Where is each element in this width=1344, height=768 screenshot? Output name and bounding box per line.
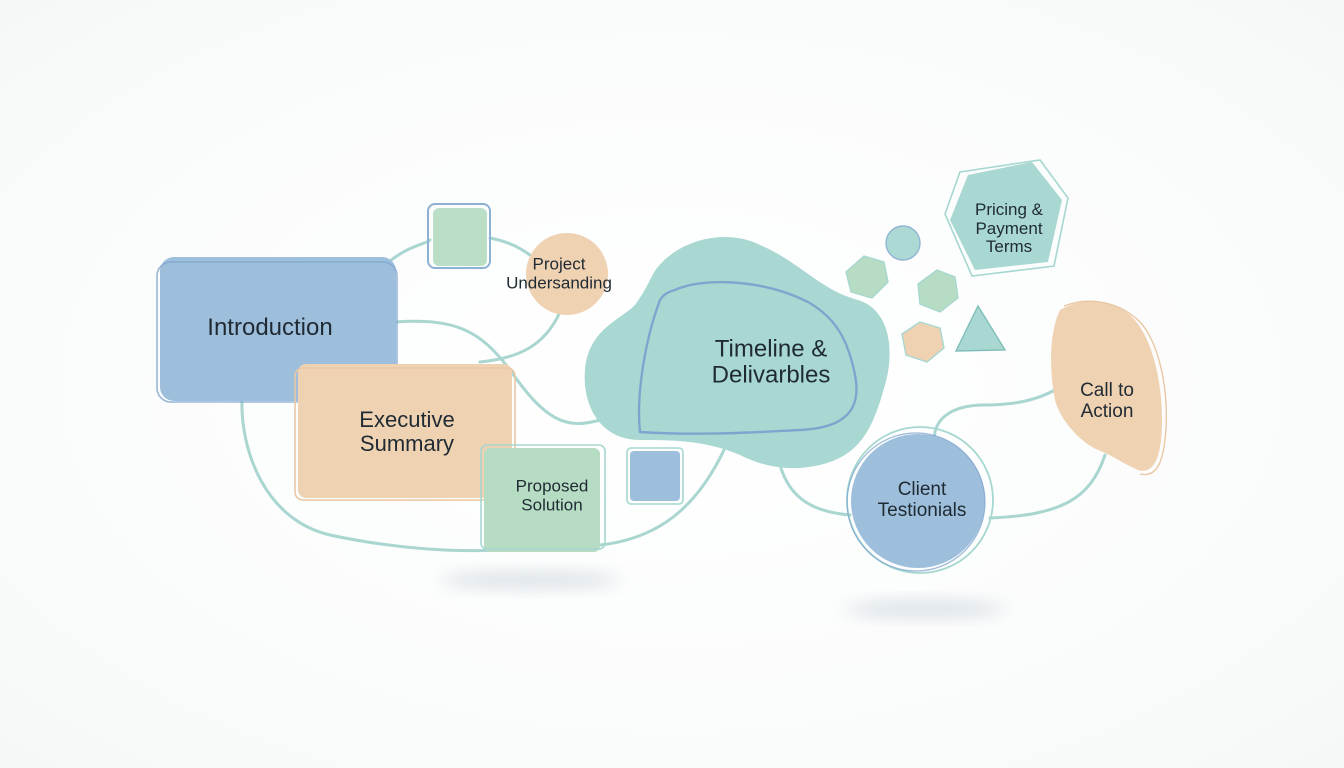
proposed-solution-box-outline (480, 444, 606, 550)
pricing-payment-label: Pricing & Payment Terms (974, 199, 1044, 257)
small-hexagon-green-right (917, 269, 959, 313)
client-testimonials-circle[interactable] (851, 434, 985, 568)
connector-solution-to-timeline (598, 448, 726, 547)
small-triangle-teal (954, 304, 1007, 352)
call-to-action-label: Call to Action (1080, 380, 1134, 422)
call-to-action-shape[interactable] (1051, 301, 1162, 471)
connector-timeline-to-testimonials (778, 463, 852, 517)
executive-summary-label: Executive Summary (359, 406, 455, 456)
executive-summary-box[interactable] (298, 364, 512, 498)
small-square-blue-outline (626, 447, 684, 505)
small-hexagon-green-left (845, 255, 889, 299)
small-square-top (433, 208, 487, 266)
small-square-top-outline (427, 203, 491, 269)
project-understanding-label: Project Undersanding (506, 254, 612, 292)
connector-testimonials-to-cta (988, 453, 1107, 520)
ground-shadow-left (440, 571, 620, 589)
connector-project-to-summary (478, 310, 562, 364)
introduction-label: Introduction (207, 313, 333, 341)
pricing-pentagon-outline (944, 159, 1069, 277)
call-to-action-outline (1063, 300, 1167, 476)
connector-intro-loop (240, 396, 502, 553)
timeline-cloud-blob[interactable] (584, 237, 890, 469)
client-testimonials-ring-inner (846, 432, 986, 572)
timeline-outline (637, 280, 858, 435)
introduction-box-outline (156, 261, 398, 403)
small-square-blue (630, 451, 680, 501)
proposed-solution-box[interactable] (484, 448, 600, 552)
ground-shadow-right (845, 600, 1005, 618)
connector-lines (240, 236, 1107, 553)
proposed-solution-label: Proposed Solution (515, 476, 589, 514)
connector-testimonials-up (932, 388, 1057, 450)
executive-summary-box-outline (294, 367, 516, 501)
connector-square-to-project (488, 236, 532, 257)
timeline-deliverables-label: Timeline & Delivarbles (711, 335, 831, 389)
small-circle-teal (885, 225, 921, 261)
pricing-pentagon[interactable] (950, 162, 1062, 270)
small-hexagon-peach (901, 321, 945, 363)
project-understanding-circle[interactable] (526, 233, 608, 315)
client-testimonials-label: Client Testionials (877, 479, 967, 521)
